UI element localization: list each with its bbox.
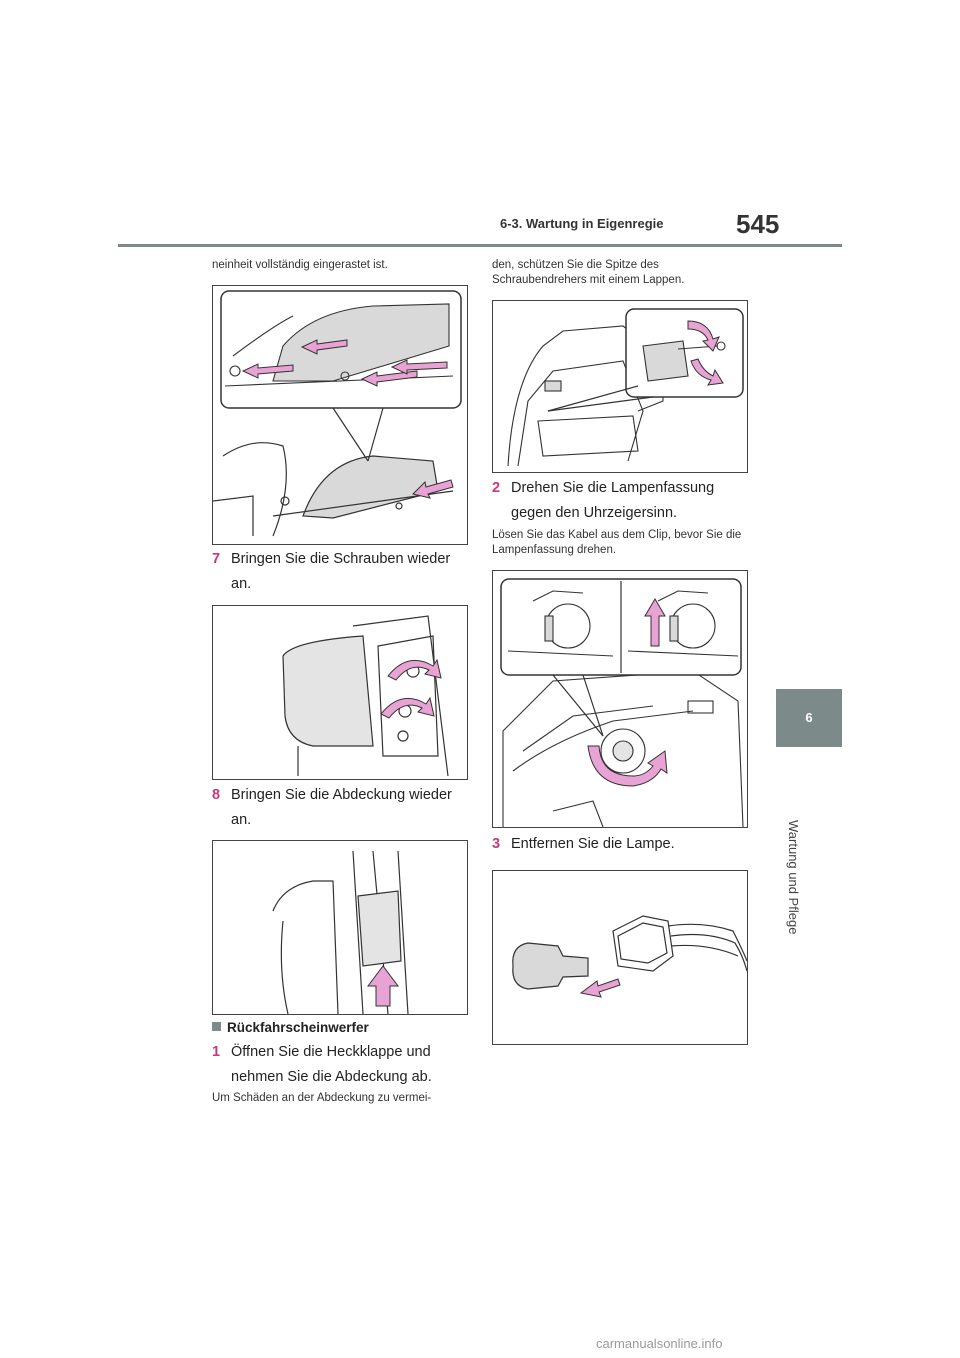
figure-cover	[212, 840, 468, 1015]
intro-text-right: den, schützen Sie die Spitze des Schraub…	[492, 259, 685, 286]
step-1-text: Öffnen Sie die Heckklappe und nehmen Sie…	[231, 1044, 432, 1085]
figure-cover-install	[212, 285, 468, 545]
figure-bulb-removal	[492, 870, 748, 1045]
step-8: 8 Bringen Sie die Abdeckung wieder an.	[212, 783, 468, 833]
section-heading-text: Rückfahrscheinwerfer	[227, 1020, 369, 1035]
step-1-note: Um Schäden an der Abdeckung zu vermei-	[212, 1092, 432, 1104]
step-1: 1 Öffnen Sie die Heckklappe und nehmen S…	[212, 1040, 468, 1090]
header-rule	[118, 244, 842, 247]
watermark: carmanualsonline.info	[596, 1336, 723, 1351]
chapter-tab	[776, 689, 842, 747]
section-title: 6-3. Wartung in Eigenregie	[500, 216, 664, 231]
step-7-text: Bringen Sie die Schrauben wieder an.	[231, 551, 451, 592]
step-7: 7 Bringen Sie die Schrauben wieder an.	[212, 547, 468, 597]
bullet-square	[212, 1022, 221, 1031]
step-8-text: Bringen Sie die Abdeckung wieder an.	[231, 787, 452, 828]
step-1-number: 1	[212, 1044, 221, 1060]
chapter-label: Wartung und Pflege	[779, 820, 807, 980]
figure-screws	[212, 605, 468, 780]
step-2-number: 2	[492, 480, 501, 496]
step-2-note: Lösen Sie das Kabel aus dem Clip, bevor …	[492, 529, 742, 556]
chapter-label-text: Wartung und Pflege	[786, 820, 801, 935]
section-heading-reversing-light: Rückfahrscheinwerfer	[212, 1020, 468, 1035]
step-3-text: Entfernen Sie die Lampe.	[511, 836, 675, 852]
step-8-number: 8	[212, 787, 221, 803]
step-2-text: Drehen Sie die Lampenfassung gegen den U…	[511, 480, 715, 521]
figure-tailgate-cover	[492, 300, 748, 473]
step-3: 3 Entfernen Sie die Lampe.	[492, 832, 748, 857]
intro-text-left: neinheit vollständig eingerastet ist.	[212, 259, 388, 271]
page-number: 545	[736, 209, 780, 239]
step-2: 2 Drehen Sie die Lampenfassung gegen den…	[492, 476, 748, 526]
figure-socket-rotation	[492, 570, 748, 828]
chapter-number: 6	[805, 710, 813, 725]
step-3-number: 3	[492, 836, 501, 852]
step-7-number: 7	[212, 551, 221, 567]
